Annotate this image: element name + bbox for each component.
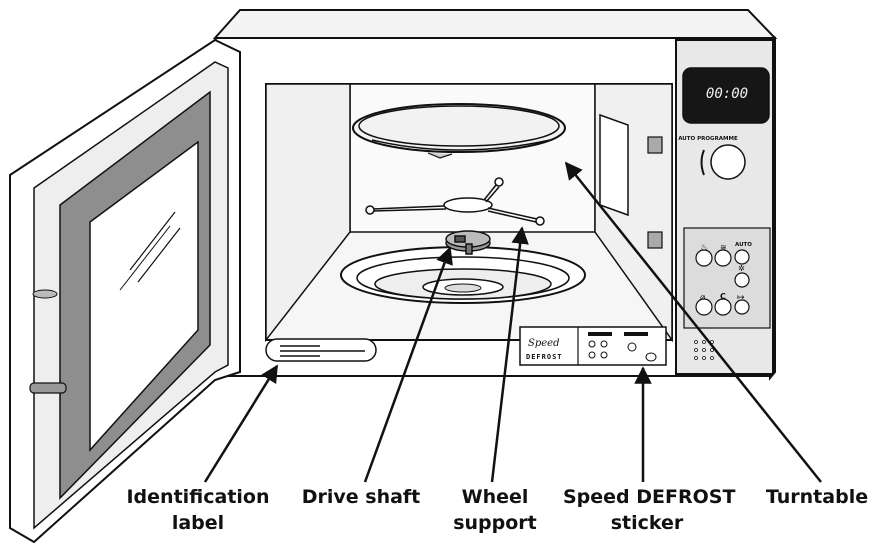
callout-drive-shaft: Drive shaft [296, 484, 426, 510]
sticker-line2: DEFROST [526, 353, 563, 361]
callout-speed-defrost-sticker-line1: Speed DEFROST [563, 486, 736, 508]
arrow-drive-shaft [363, 246, 453, 483]
speaker-grille [694, 340, 714, 360]
callout-wheel-support-line1: Wheel [461, 486, 529, 508]
stop-icon: ⌀ [700, 293, 706, 303]
turntable-base [340, 246, 586, 304]
callout-identification-label: Identification label [118, 484, 278, 536]
clear-button[interactable] [714, 298, 732, 316]
glass-turntable [352, 103, 566, 159]
auto-key-label: AUTO [735, 242, 752, 248]
callout-identification-label-line2: label [171, 512, 225, 534]
callout-wheel-support: Wheel support [445, 484, 545, 536]
identification-label-part [265, 338, 377, 362]
defrost-icon: ✲ [738, 264, 745, 273]
grill-button[interactable] [695, 249, 713, 267]
open-door [9, 38, 241, 544]
auto-programme-dial[interactable] [710, 144, 746, 180]
arrow-wheel-support [490, 226, 529, 483]
control-panel: 00:00 AUTO PROGRAMME ♨ ≋ AUTO ✲ ⌀ C ↦ [675, 39, 774, 375]
grill-icon: ♨ [700, 243, 708, 253]
microwave-grill-icon: ≋ [720, 243, 727, 252]
callout-identification-label-line1: Identification [126, 486, 270, 508]
auto-button[interactable] [734, 249, 750, 265]
callout-speed-defrost-sticker: Speed DEFROST sticker [563, 484, 736, 536]
speed-defrost-sticker-part: Speed DEFROST [519, 326, 667, 366]
stop-button[interactable] [695, 298, 713, 316]
callout-drive-shaft-line1: Drive shaft [301, 486, 421, 508]
drive-shaft-coupler [445, 230, 491, 255]
display-time: 00:00 [706, 86, 748, 102]
defrost-button[interactable] [734, 272, 750, 288]
callout-turntable: Turntable [760, 484, 874, 510]
wheel-support-part [365, 177, 545, 226]
start-icon: ↦ [737, 293, 745, 303]
clear-key-label: C [720, 292, 726, 301]
callout-turntable-line1: Turntable [765, 486, 869, 508]
leader-arrows [203, 161, 822, 483]
callout-wheel-support-line2: support [453, 512, 537, 534]
auto-programme-label: AUTO PROGRAMME [678, 136, 738, 142]
callout-speed-defrost-sticker-line2: sticker [610, 512, 684, 534]
sticker-line1: Speed [528, 338, 560, 349]
arrow-identification-label [203, 364, 279, 483]
arrow-turntable [564, 161, 822, 483]
combi-button[interactable] [714, 249, 732, 267]
start-button[interactable] [734, 299, 750, 315]
